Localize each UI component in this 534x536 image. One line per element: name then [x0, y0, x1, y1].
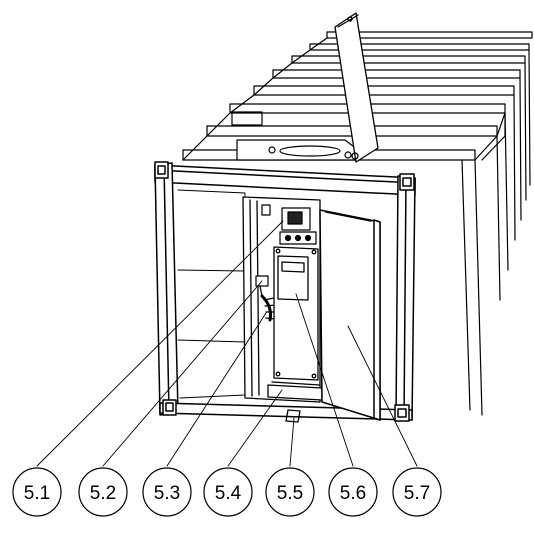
callout-circle: [328, 467, 378, 517]
callout-circle: [392, 467, 442, 517]
control-panel-5-6: [273, 246, 319, 381]
callout-circle: [142, 467, 192, 517]
callout-5-7: 5.7: [392, 467, 442, 517]
callout-circle: [78, 467, 128, 517]
callout-label: 5.5: [277, 483, 303, 504]
callout-5-4: 5.4: [203, 467, 253, 517]
callout-label: 5.4: [215, 483, 242, 504]
callout-group: 5.1 5.2 5.3 5.4 5.5 5.6 5.7: [12, 467, 442, 517]
callout-circle: [12, 467, 62, 517]
hatch-lid: [334, 12, 379, 163]
callout-label: 5.2: [90, 483, 116, 504]
callout-5-3: 5.3: [142, 467, 192, 517]
callout-circle: [265, 467, 315, 517]
leader-lines: [36, 220, 418, 467]
callout-circle: [203, 467, 253, 517]
callout-label: 5.3: [154, 483, 180, 504]
callout-label: 5.7: [404, 483, 430, 504]
hose-5-3: [260, 294, 277, 322]
callout-label: 5.1: [24, 483, 50, 504]
callout-5-2: 5.2: [78, 467, 128, 517]
door-5-7: [319, 209, 381, 421]
front-frame: [154, 161, 416, 422]
junction-box-5-1: [261, 204, 317, 245]
callout-5-1: 5.1: [12, 467, 62, 517]
callout-label: 5.6: [340, 483, 366, 504]
top-hatch: [231, 111, 359, 161]
floor-outlet-5-5: [285, 409, 301, 423]
callout-5-6: 5.6: [328, 467, 378, 517]
callout-5-5: 5.5: [265, 467, 315, 517]
